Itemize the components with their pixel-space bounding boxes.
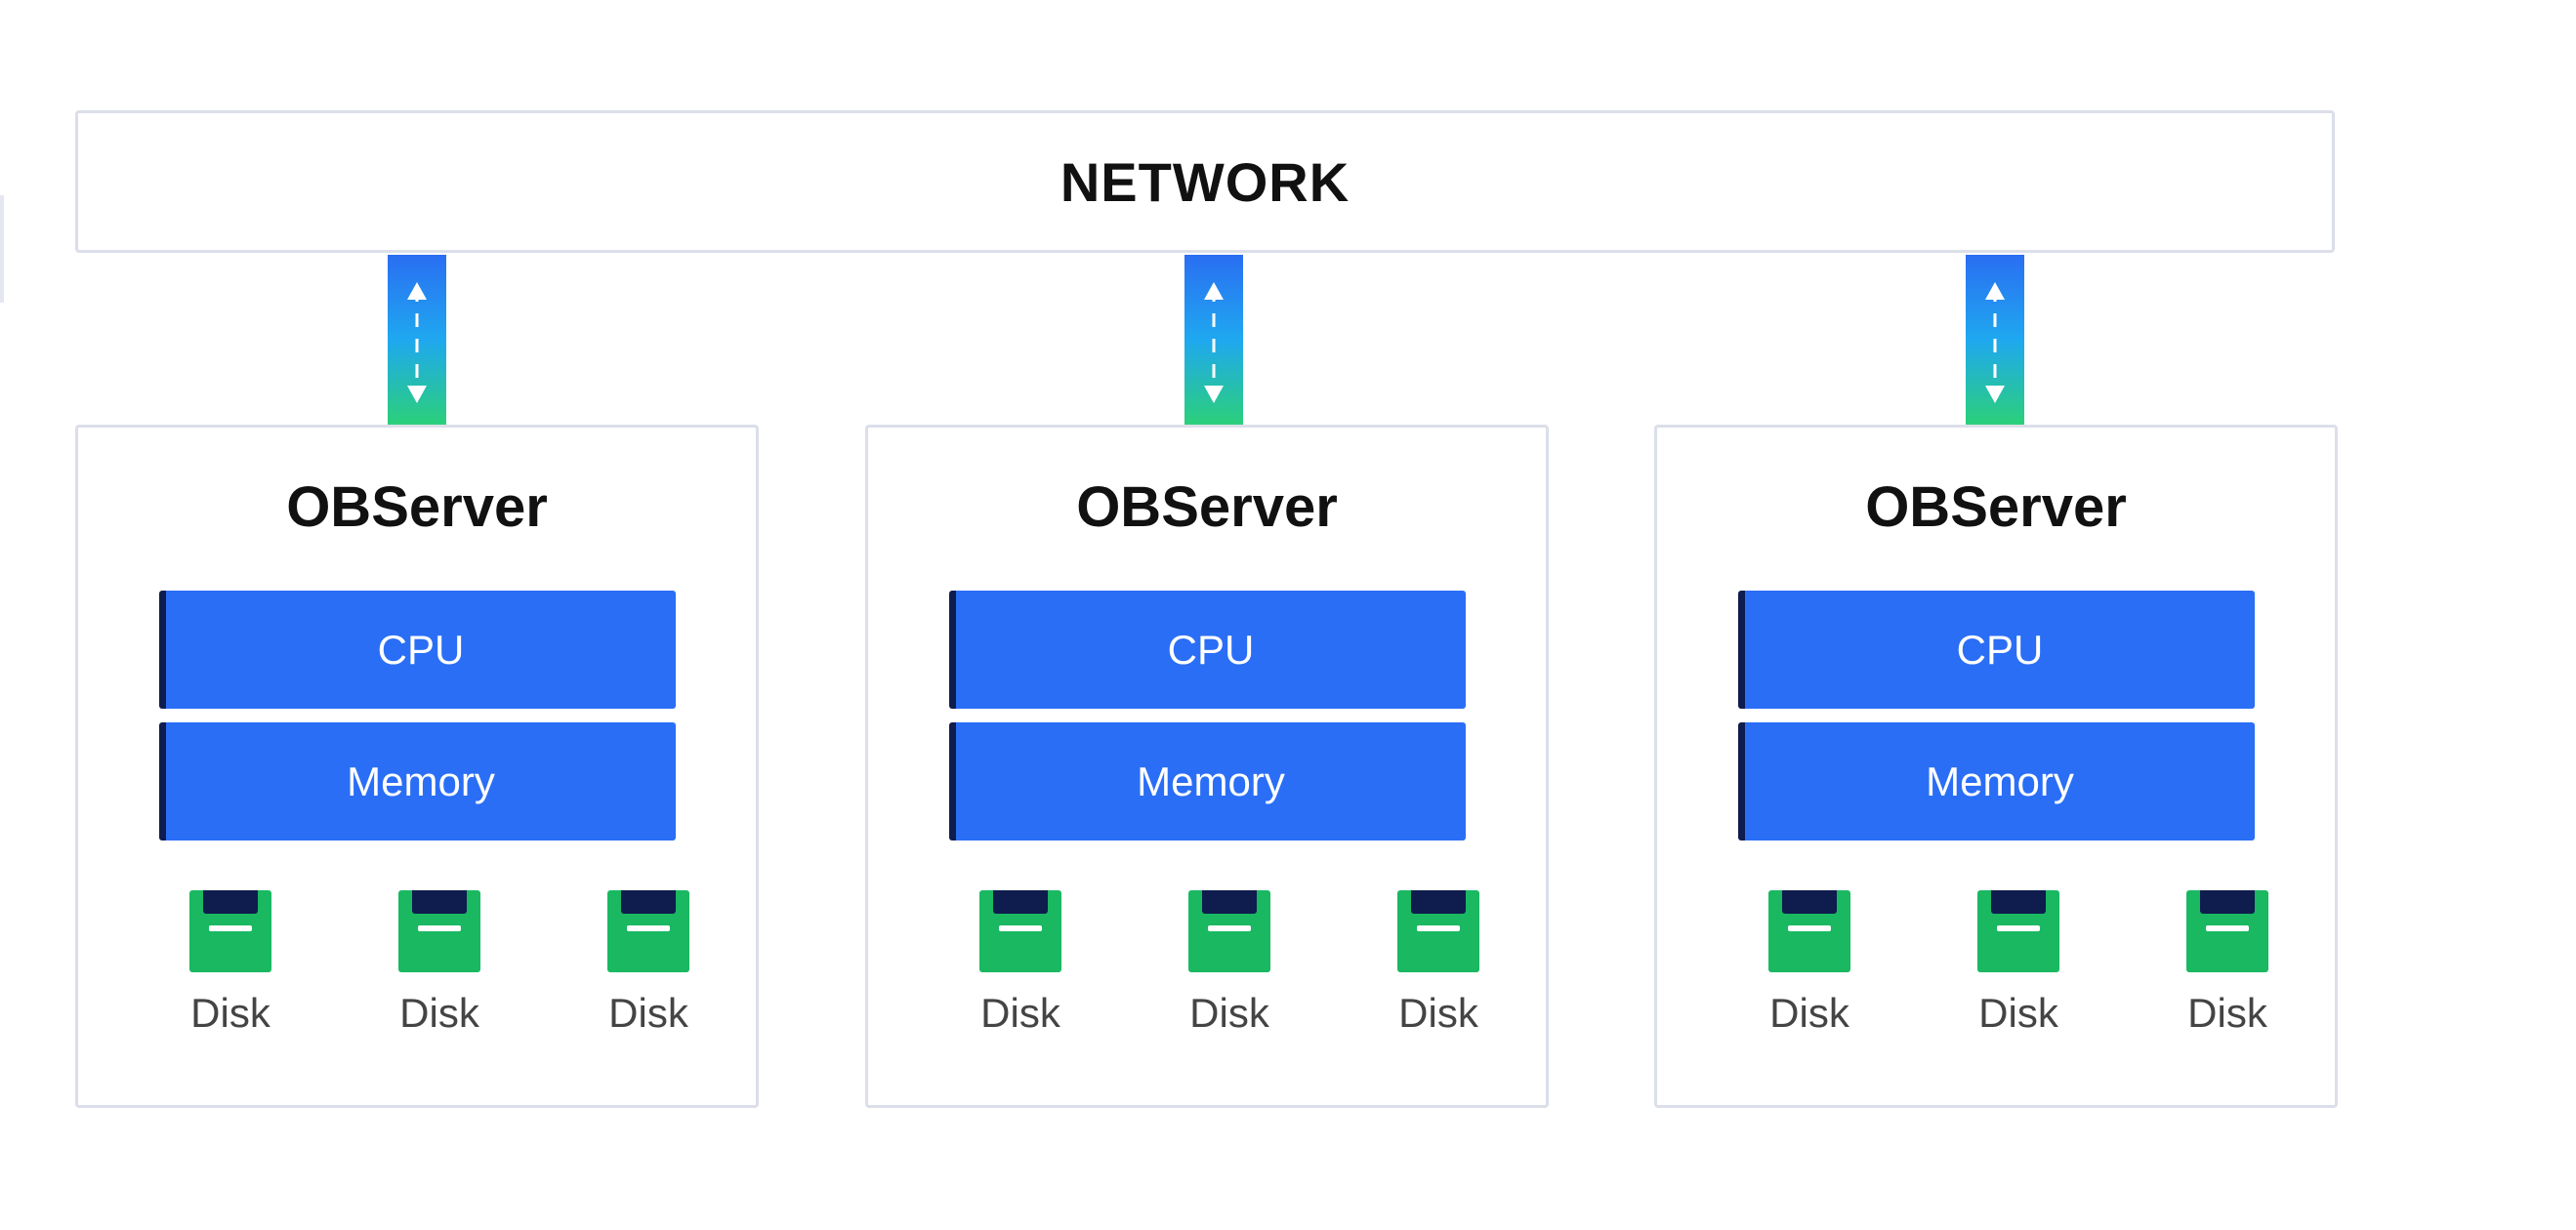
disk-item: Disk <box>1756 890 1863 1037</box>
network-label: NETWORK <box>1059 150 1350 213</box>
memory-label: Memory <box>1137 758 1285 804</box>
disk-label: Disk <box>1978 990 2058 1036</box>
cpu-block: CPU <box>949 591 1466 709</box>
network-connector-1 <box>388 255 446 425</box>
disk-label: Disk <box>1769 990 1849 1036</box>
cpu-label: CPU <box>1956 626 2044 673</box>
bidirectional-arrow-icon <box>1204 282 1224 403</box>
server-title: OBServer <box>1865 475 2127 539</box>
disk-item: Disk <box>1385 890 1492 1037</box>
edge-fragment <box>0 195 4 303</box>
disk-item: Disk <box>1176 890 1283 1037</box>
disk-icon <box>979 890 1061 972</box>
observer-node-3: OBServer CPU Memory Disk Disk Disk <box>1654 425 2338 1108</box>
disk-item: Disk <box>386 890 493 1037</box>
disk-item: Disk <box>2174 890 2281 1037</box>
disk-icon <box>1188 890 1270 972</box>
cpu-label: CPU <box>377 626 465 673</box>
disk-icon <box>398 890 480 972</box>
disk-icon <box>2186 890 2268 972</box>
disk-item: Disk <box>177 890 284 1037</box>
cpu-block: CPU <box>1738 591 2255 709</box>
disk-icon <box>607 890 689 972</box>
disk-icon <box>1397 890 1479 972</box>
disk-label: Disk <box>980 990 1060 1036</box>
server-title: OBServer <box>286 475 548 539</box>
disk-label: Disk <box>1189 990 1269 1036</box>
disk-label: Disk <box>190 990 270 1036</box>
disk-icon <box>1768 890 1850 972</box>
server-title: OBServer <box>1076 475 1338 539</box>
network-box: NETWORK <box>75 110 2335 253</box>
observer-node-1: OBServer CPU Memory Disk Disk Disk <box>75 425 759 1108</box>
disk-icon <box>1977 890 2059 972</box>
disk-label: Disk <box>2187 990 2267 1036</box>
memory-block: Memory <box>159 722 676 840</box>
memory-block: Memory <box>949 722 1466 840</box>
disk-label: Disk <box>1398 990 1478 1036</box>
memory-block: Memory <box>1738 722 2255 840</box>
network-connector-2 <box>1184 255 1243 425</box>
bidirectional-arrow-icon <box>1985 282 2005 403</box>
disk-label: Disk <box>399 990 479 1036</box>
observer-node-2: OBServer CPU Memory Disk Disk Disk <box>865 425 1549 1108</box>
disk-icon <box>189 890 271 972</box>
network-connector-3 <box>1966 255 2024 425</box>
memory-label: Memory <box>1926 758 2074 804</box>
memory-label: Memory <box>347 758 495 804</box>
disk-item: Disk <box>1965 890 2072 1037</box>
disk-label: Disk <box>608 990 688 1036</box>
bidirectional-arrow-icon <box>407 282 427 403</box>
disk-item: Disk <box>967 890 1074 1037</box>
cpu-block: CPU <box>159 591 676 709</box>
cpu-label: CPU <box>1167 626 1255 673</box>
disk-item: Disk <box>595 890 702 1037</box>
